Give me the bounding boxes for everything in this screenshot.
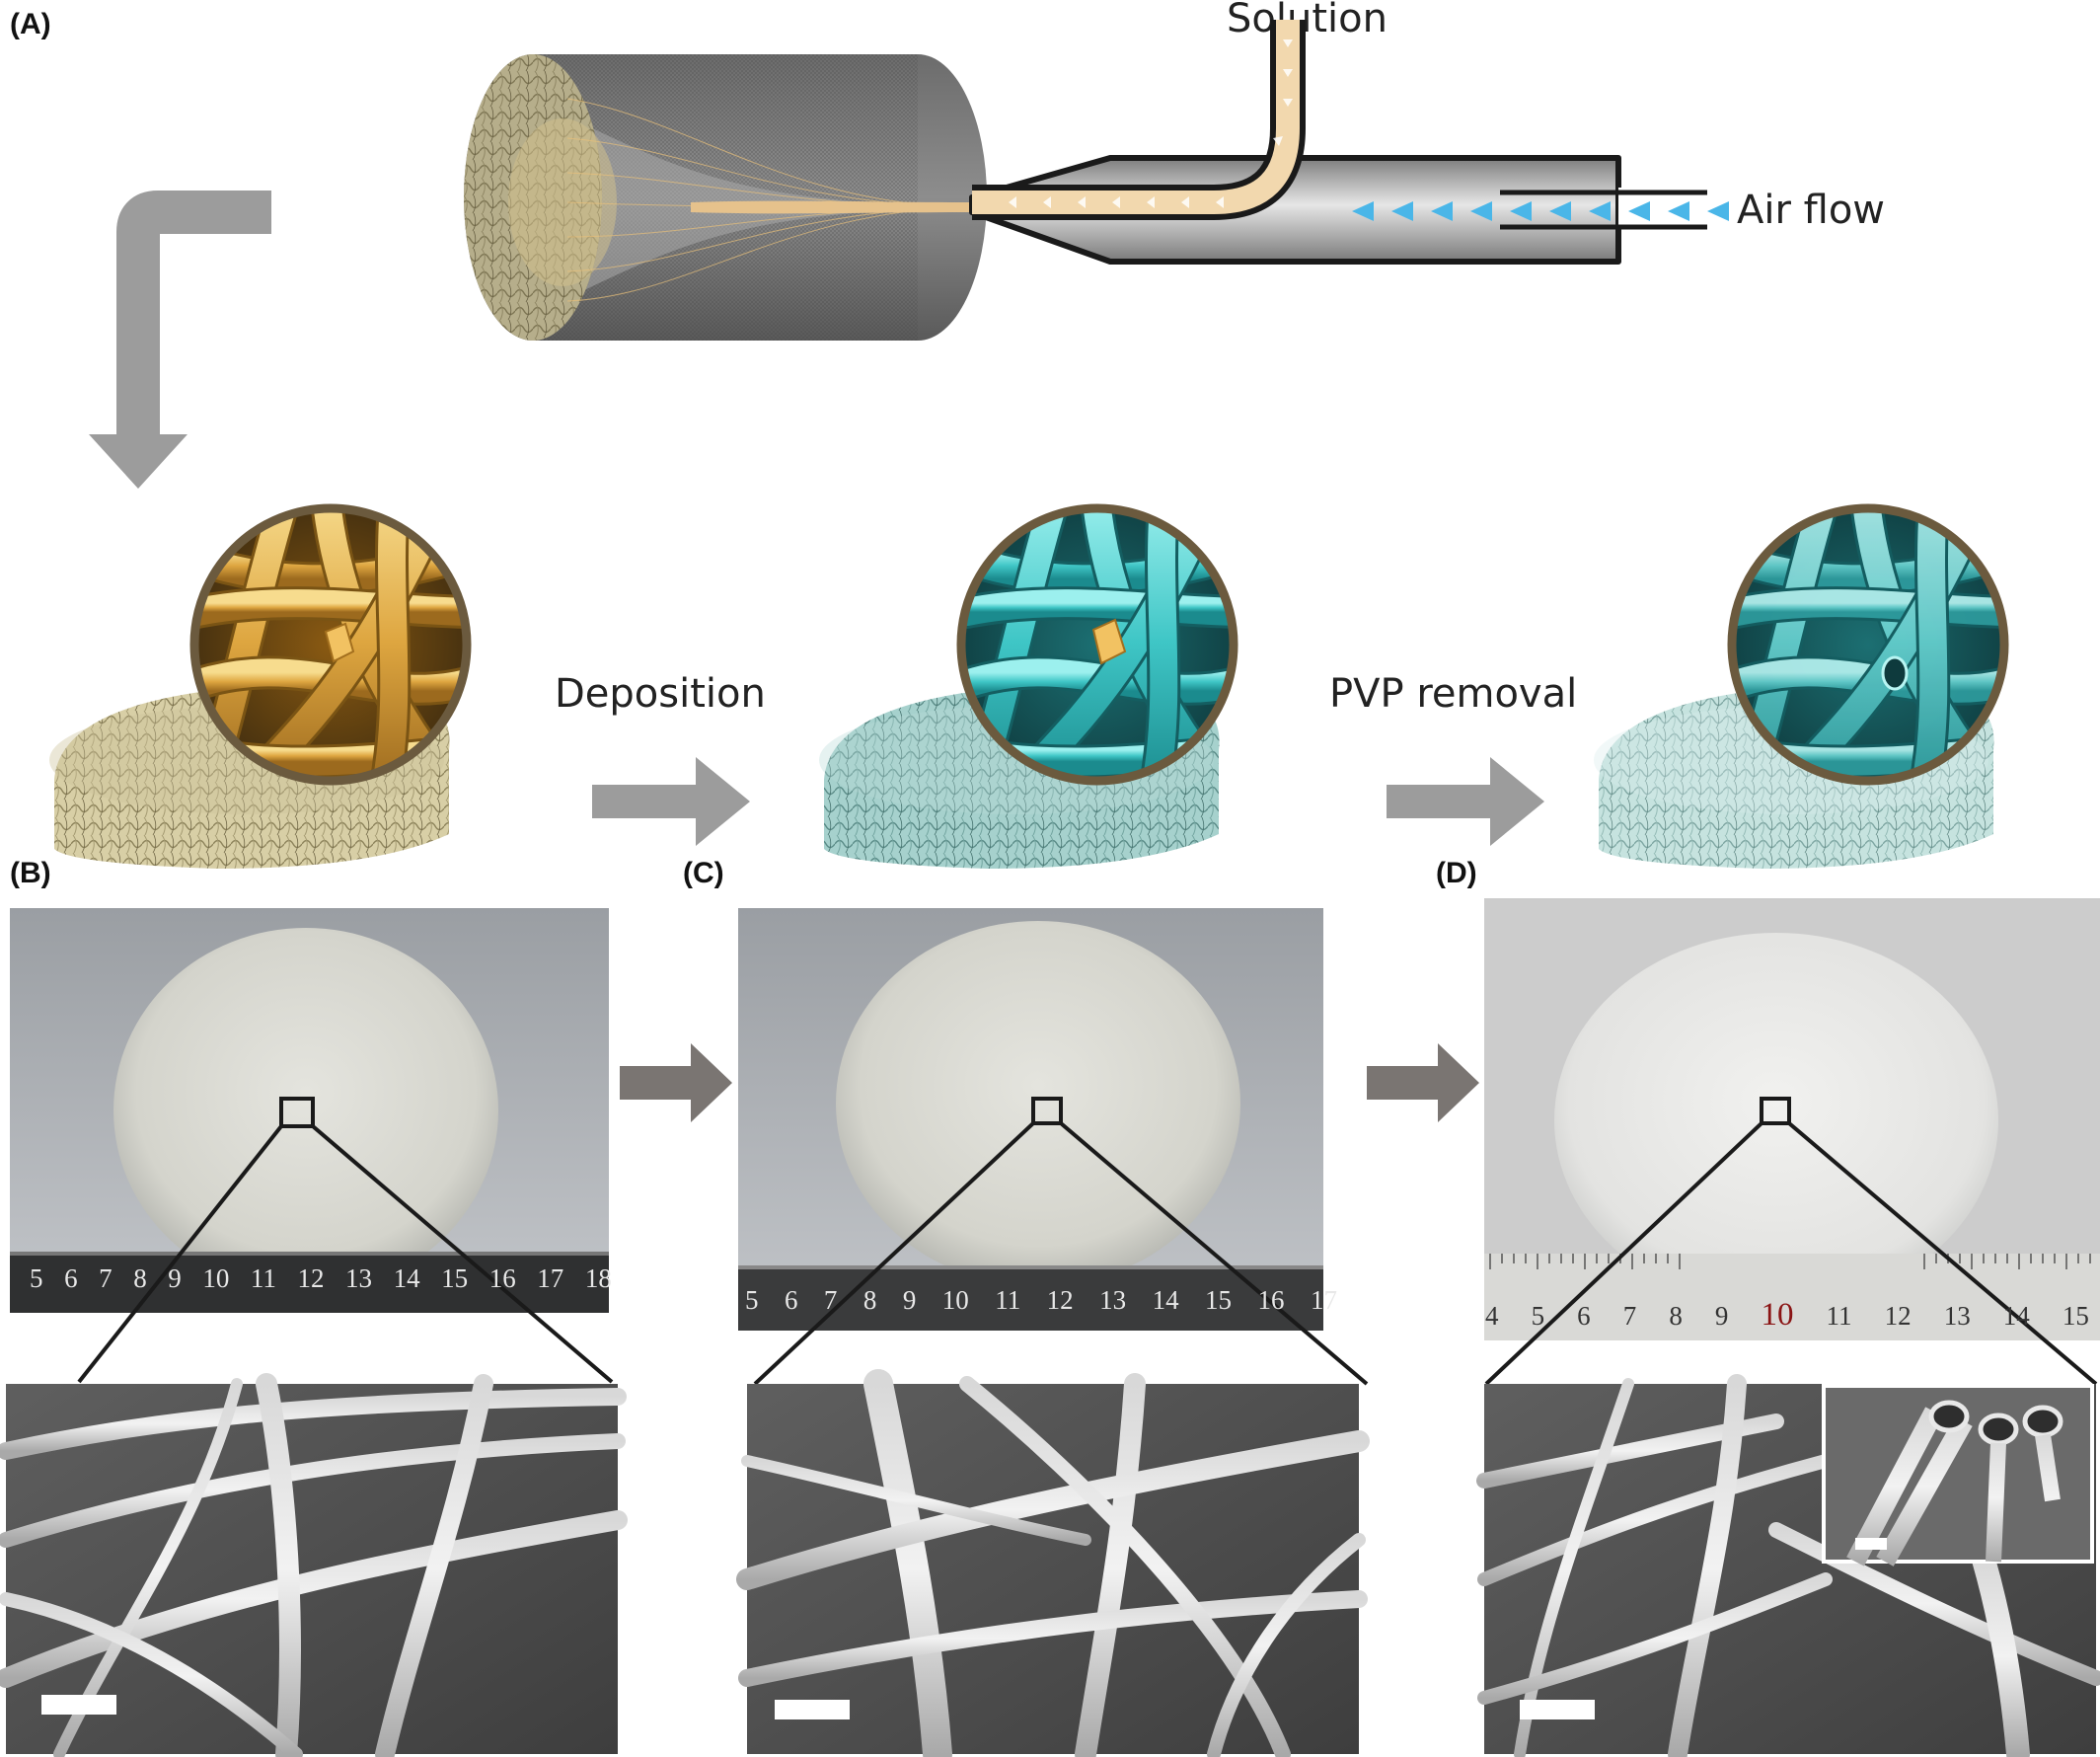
ruler-b: 5 6 7 8 9 10 11 12 13 14 15 16 17 18 bbox=[30, 1263, 612, 1303]
collector-cylinder bbox=[464, 54, 987, 341]
scale-bar-inset bbox=[1855, 1538, 1887, 1550]
ruler-c-tick: 14 bbox=[1152, 1285, 1179, 1315]
ruler-b-tick: 10 bbox=[202, 1263, 230, 1293]
ruler-d-tick: 6 bbox=[1577, 1301, 1591, 1331]
ruler-d-tick: 8 bbox=[1669, 1301, 1683, 1331]
ruler-c-tick: 13 bbox=[1099, 1285, 1127, 1315]
ruler-b-tick: 9 bbox=[168, 1263, 182, 1293]
ruler-d-tick: 12 bbox=[1884, 1301, 1912, 1331]
pvp-removal-label: PVP removal bbox=[1329, 671, 1578, 717]
ruler-b-tick: 14 bbox=[393, 1263, 420, 1293]
sem-image-c bbox=[736, 1369, 1370, 1757]
ruler-b-tick: 12 bbox=[297, 1263, 325, 1293]
process-arrow-down bbox=[89, 191, 271, 489]
ruler-c-tick: 8 bbox=[862, 1285, 877, 1315]
ruler-b-tick: 16 bbox=[488, 1263, 516, 1293]
ruler-d-tick: 5 bbox=[1531, 1301, 1545, 1331]
ruler-c-tick: 12 bbox=[1046, 1285, 1074, 1315]
ruler-b-tick: 11 bbox=[250, 1263, 276, 1293]
ruler-d-tick: 11 bbox=[1826, 1301, 1852, 1331]
photo-c bbox=[738, 908, 1369, 1386]
photo-b bbox=[10, 908, 614, 1384]
ruler-b-tick: 17 bbox=[537, 1263, 564, 1293]
panel-label-b: (B) bbox=[10, 857, 51, 889]
ruler-c-tick: 16 bbox=[1257, 1285, 1285, 1315]
ruler-c-tick: 6 bbox=[784, 1285, 798, 1315]
ruler-c-tick: 15 bbox=[1205, 1285, 1233, 1315]
panel-label-d: (D) bbox=[1436, 857, 1477, 889]
photo-arrow-b-c bbox=[620, 1043, 732, 1122]
ruler-d-tick: 4 bbox=[1485, 1301, 1499, 1331]
ruler-c-tick: 10 bbox=[941, 1285, 969, 1315]
ruler-c-tick: 7 bbox=[823, 1285, 838, 1315]
ruler-d-tick: 10 bbox=[1761, 1297, 1794, 1333]
sem-image-b bbox=[0, 1373, 628, 1757]
scale-bar-b bbox=[41, 1695, 116, 1715]
ruler-b-tick: 15 bbox=[441, 1263, 469, 1293]
ruler-d-tick: 7 bbox=[1622, 1301, 1637, 1331]
photo-arrow-c-d bbox=[1367, 1043, 1479, 1122]
airflow-label: Air flow bbox=[1737, 188, 1886, 233]
deposition-label: Deposition bbox=[555, 671, 766, 717]
panel-label-a: (A) bbox=[10, 8, 51, 40]
ruler-d-tick: 14 bbox=[2002, 1301, 2030, 1331]
ruler-c-tick: 11 bbox=[995, 1285, 1021, 1315]
airflow-arrows bbox=[1352, 201, 1729, 221]
ruler-b-tick: 8 bbox=[133, 1263, 147, 1293]
ruler-b-tick: 5 bbox=[30, 1263, 43, 1293]
ruler-c-tick: 5 bbox=[745, 1285, 759, 1315]
ruler-d-tick: 9 bbox=[1714, 1301, 1729, 1331]
pvp-removal-arrow bbox=[1387, 757, 1544, 846]
ruler-b-tick: 13 bbox=[345, 1263, 372, 1293]
sem-image-d bbox=[1476, 1374, 2100, 1757]
spinning-nozzle bbox=[969, 20, 1729, 265]
deposition-arrow bbox=[592, 757, 750, 846]
ruler-c: 5 6 7 8 9 10 11 12 13 14 15 16 17 bbox=[745, 1285, 1337, 1325]
ruler-d-tick: 13 bbox=[1943, 1301, 1971, 1331]
solution-label: Solution bbox=[1227, 0, 1388, 41]
ruler-d-tick: 15 bbox=[2062, 1301, 2089, 1331]
ruler-b-tick: 6 bbox=[64, 1263, 78, 1293]
ruler-d: 4 5 6 7 8 9 10 11 12 13 14 15 bbox=[1485, 1297, 2089, 1340]
scale-bar-c bbox=[775, 1700, 850, 1719]
ruler-c-tick: 9 bbox=[902, 1285, 917, 1315]
ruler-b-tick: 18 bbox=[584, 1263, 612, 1293]
photo-d bbox=[1484, 898, 2100, 1386]
scale-bar-d bbox=[1520, 1700, 1595, 1719]
panel-label-c: (C) bbox=[683, 857, 724, 889]
ruler-b-tick: 7 bbox=[99, 1263, 112, 1293]
sem-inset-d bbox=[1822, 1384, 2094, 1566]
ruler-c-tick: 17 bbox=[1310, 1285, 1337, 1315]
